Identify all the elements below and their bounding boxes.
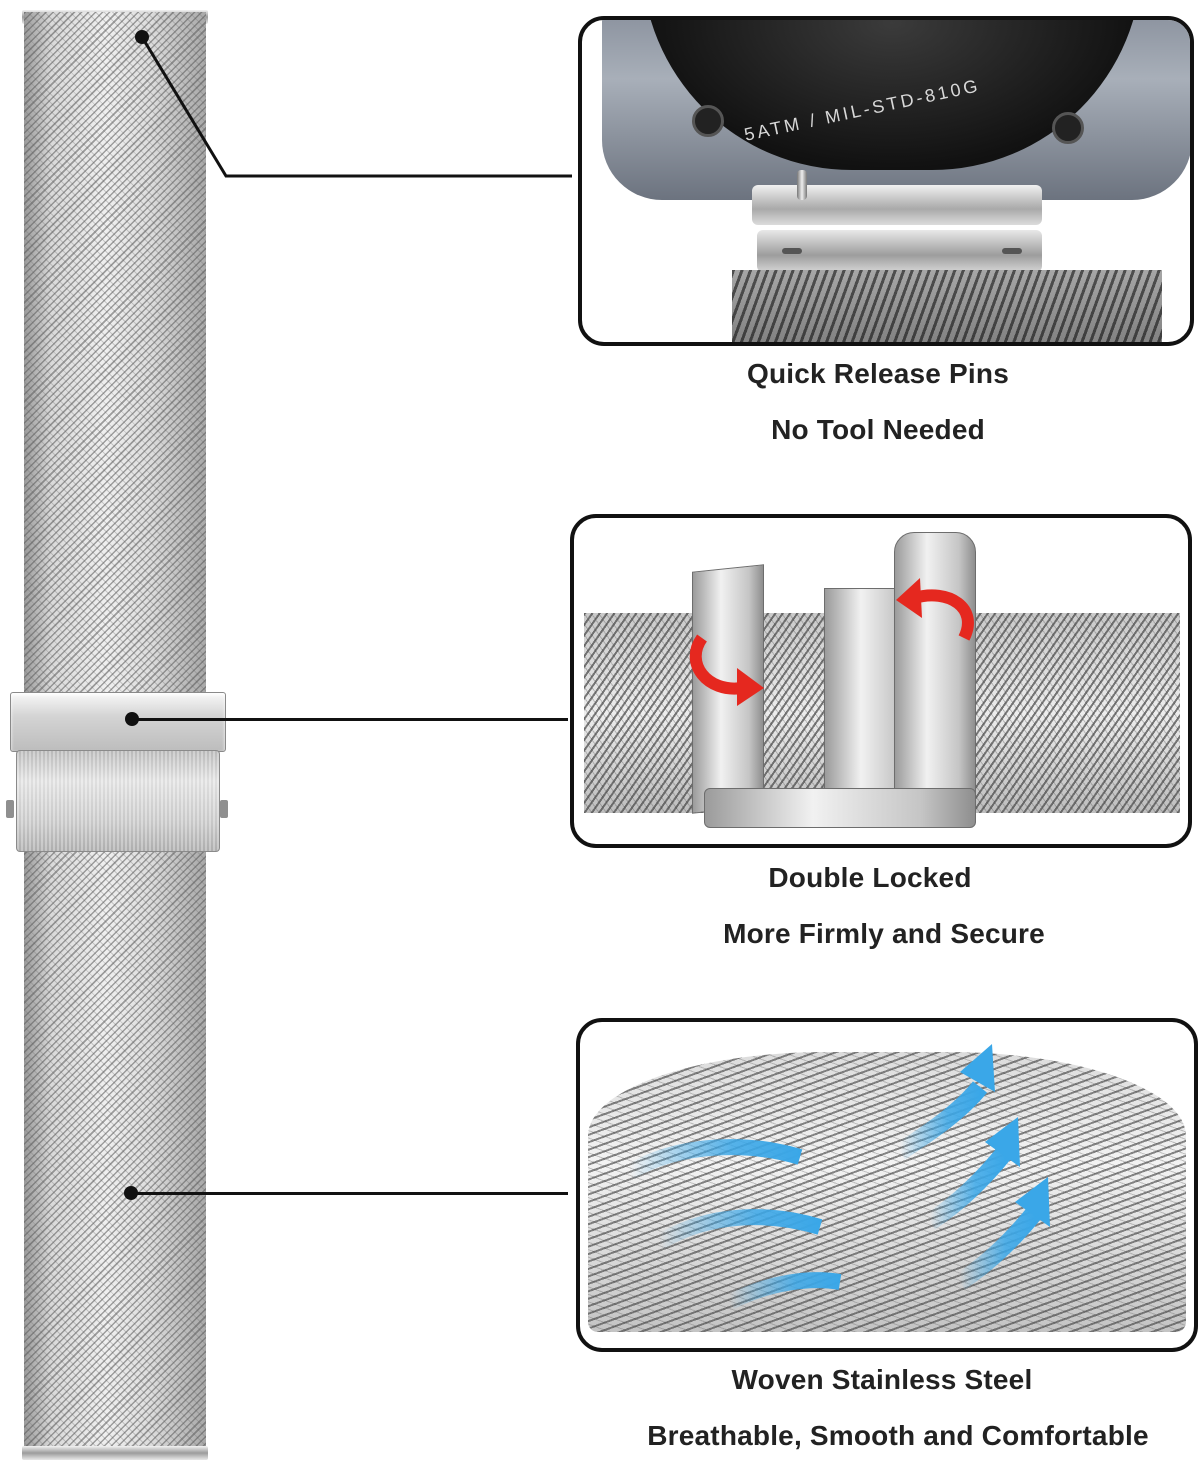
spring-bar (752, 185, 1042, 225)
caption-woven-steel-subtitle: Breathable, Smooth and Comfortable (647, 1420, 1149, 1451)
clasp-body (16, 750, 220, 852)
mesh-detail (732, 270, 1162, 342)
callout-line-clasp (132, 718, 568, 721)
caption-double-lock-subtitle: More Firmly and Secure (723, 918, 1045, 949)
clasp-cover (10, 692, 226, 752)
callout-line-pins (140, 36, 572, 178)
screw-icon (1052, 112, 1084, 144)
red-rotate-arrow-icon (896, 578, 974, 641)
red-rotate-arrow-icon (689, 634, 764, 706)
strap-bottom-cap (22, 1446, 208, 1460)
quick-release-pin (797, 170, 807, 200)
clasp-plate-right (894, 532, 976, 820)
caption-quick-release-subtitle: No Tool Needed (771, 414, 985, 445)
airflow-arrows-icon (625, 1044, 1050, 1310)
screw-icon (692, 105, 724, 137)
caption-double-lock-title: Double Locked (768, 862, 972, 893)
clasp-base (704, 788, 976, 828)
quick-release-panel: 5ATM / MIL-STD-810G (578, 16, 1194, 346)
double-lock-panel (570, 514, 1192, 848)
woven-steel-panel (576, 1018, 1198, 1352)
callout-line-mesh (131, 1192, 568, 1195)
clasp-pin-left (6, 800, 14, 818)
strap-end-link (757, 230, 1042, 272)
woven-mesh (588, 1052, 1186, 1332)
clasp-pin-right (220, 800, 228, 818)
caption-quick-release-title: Quick Release Pins (747, 358, 1009, 389)
pin-slot (782, 248, 802, 254)
pin-slot (1002, 248, 1022, 254)
caption-woven-steel-title: Woven Stainless Steel (731, 1364, 1033, 1395)
